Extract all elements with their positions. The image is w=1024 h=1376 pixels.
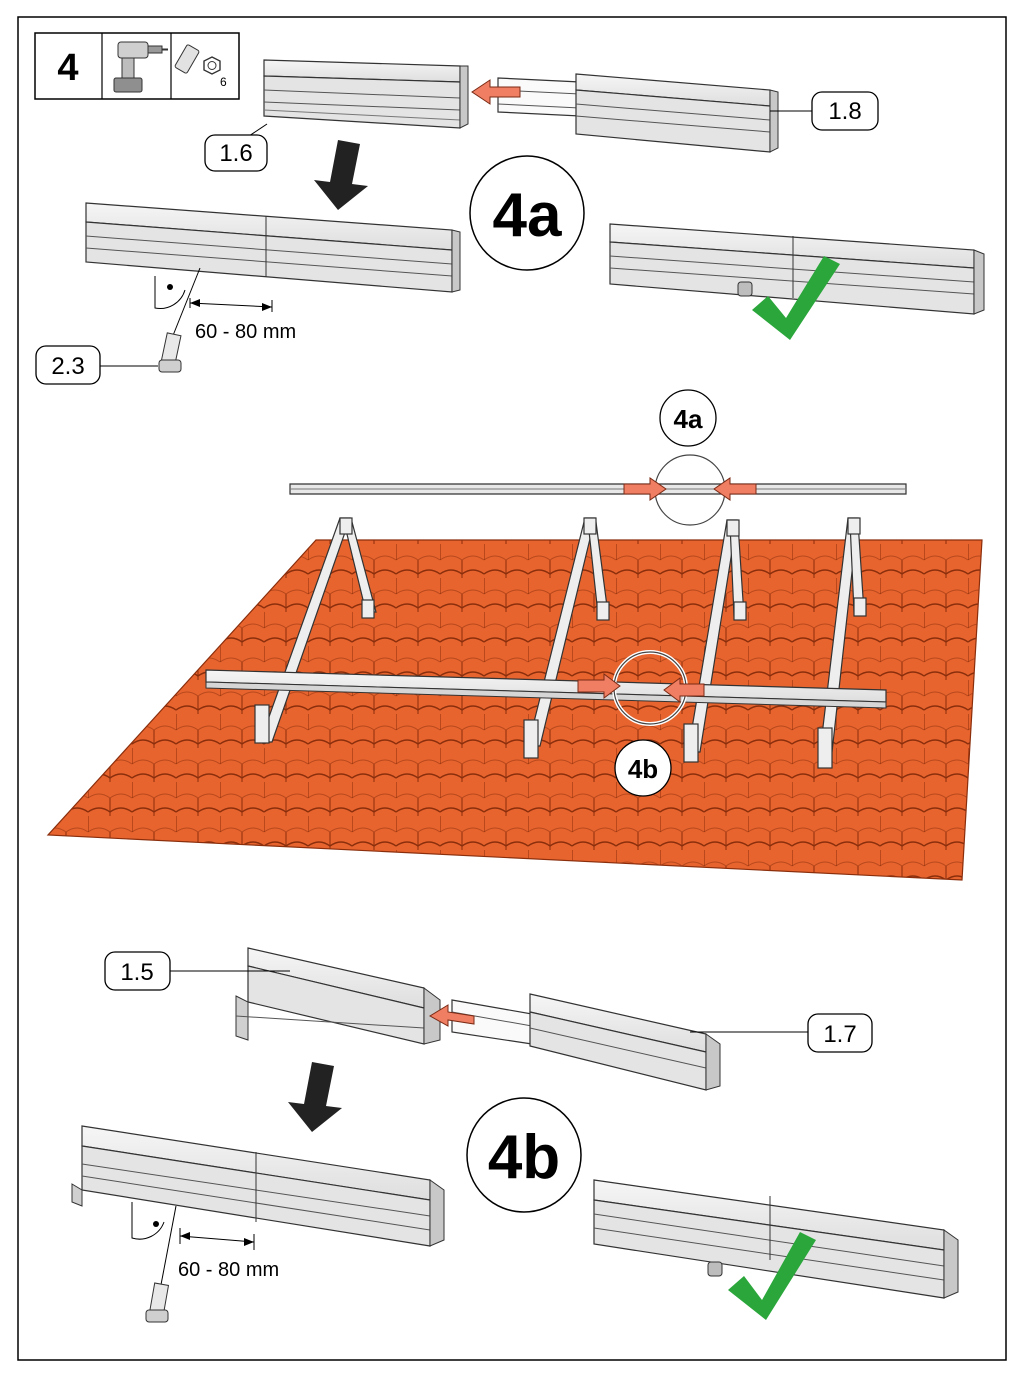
callout-1-7-label: 1.7 xyxy=(823,1021,856,1048)
junction-arrow-4a-right xyxy=(713,477,757,501)
callout-1-8: 1.8 xyxy=(770,91,879,131)
dimension-upper-label: 60 - 80 mm xyxy=(195,321,296,343)
dimension-lower-label: 60 - 80 mm xyxy=(178,1259,279,1281)
down-arrow-bottom xyxy=(288,1062,342,1132)
hex-size-label: 6 xyxy=(220,75,227,89)
lower-rail-overview xyxy=(205,669,887,709)
callout-1-5: 1.5 xyxy=(104,951,290,991)
hex-socket-icon: 6 xyxy=(174,44,227,89)
joined-rail-top-left xyxy=(85,202,461,293)
detail-4b-small-badge: 4b xyxy=(614,739,672,797)
detail-4a-small-label: 4a xyxy=(674,404,703,434)
rail-1-7 xyxy=(529,993,721,1091)
step-number: 4 xyxy=(57,47,78,89)
insert-arrow-top xyxy=(471,79,521,105)
detail-4b-small-label: 4b xyxy=(628,754,658,784)
insert-arrow-bottom xyxy=(429,1004,475,1027)
down-arrow-top xyxy=(314,140,368,210)
junction-arrow-4a-left xyxy=(623,477,667,501)
junction-arrow-4b-left xyxy=(577,673,621,699)
rail-1-8 xyxy=(575,73,779,153)
callout-1-8-label: 1.8 xyxy=(828,98,861,125)
joined-rail-top-right xyxy=(609,223,985,315)
callout-1-6: 1.6 xyxy=(204,123,268,172)
joined-rail-bottom-left xyxy=(71,1125,445,1247)
callout-1-7: 1.7 xyxy=(690,1013,873,1053)
detail-4b-badge: 4b xyxy=(466,1097,582,1213)
cordless-drill-icon xyxy=(113,41,168,93)
bolt-dimension-bottom: 60 - 80 mm xyxy=(131,1202,279,1323)
detail-4a-small-badge: 4a xyxy=(659,389,717,447)
callout-1-5-label: 1.5 xyxy=(120,959,153,986)
check-mark-bottom xyxy=(728,1232,816,1320)
upper-rail-overview xyxy=(289,483,907,495)
detail-4b-badge-label: 4b xyxy=(488,1123,560,1192)
joined-rail-bottom-right xyxy=(593,1179,959,1299)
step-header: 4 6 xyxy=(34,32,240,100)
detail-4a-badge-label: 4a xyxy=(493,181,562,250)
callout-2-3: 2.3 xyxy=(35,345,158,385)
bolt-dimension-top: 60 - 80 mm xyxy=(154,267,296,373)
detail-4a-badge: 4a xyxy=(469,155,585,271)
rail-1-5 xyxy=(235,947,441,1045)
tiled-roof xyxy=(46,539,983,881)
callout-1-6-label: 1.6 xyxy=(219,140,252,167)
check-mark-top xyxy=(752,256,840,340)
rail-1-6 xyxy=(263,59,469,129)
junction-arrow-4b-right xyxy=(663,677,705,703)
callout-2-3-label: 2.3 xyxy=(51,353,84,380)
page-frame xyxy=(17,16,1007,1361)
